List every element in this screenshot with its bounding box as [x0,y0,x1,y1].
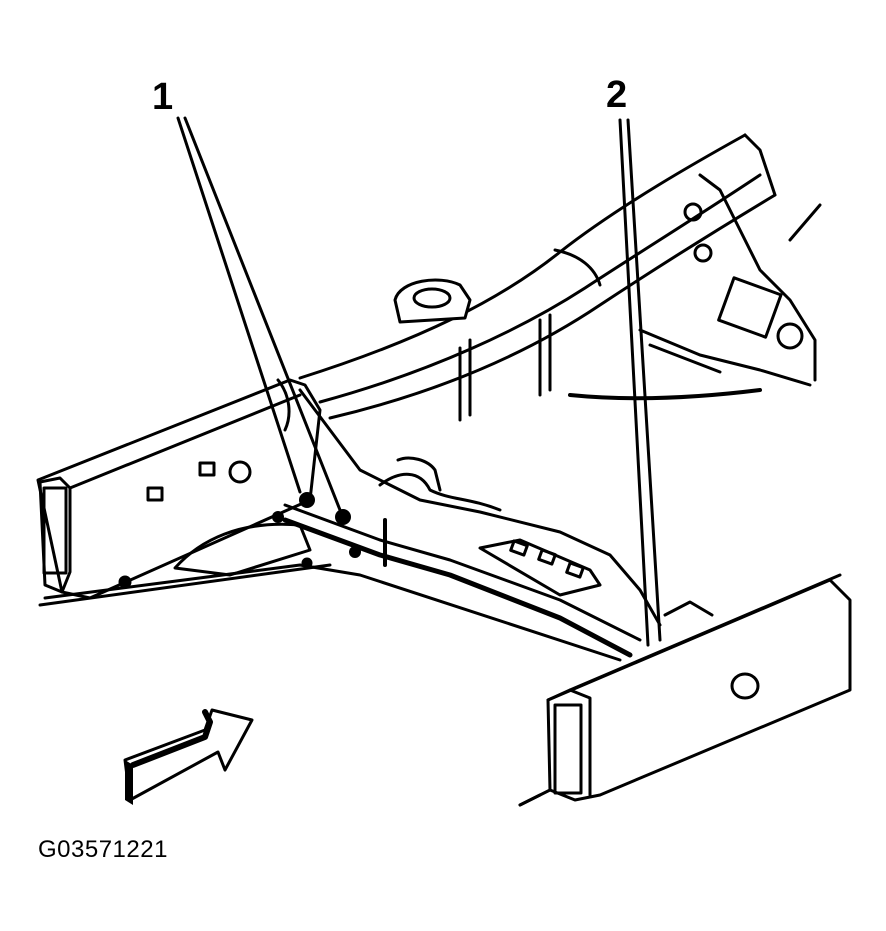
callout-leaders [176,116,662,647]
crossmember [282,388,714,658]
callout-number-1: 1 [152,76,174,118]
callout-number-2: 2 [606,74,628,116]
front-direction-arrow-icon [123,708,254,805]
figure-code: G03571221 [38,836,168,863]
right-frame-rail [518,573,852,807]
left-frame-rail [36,378,622,662]
weld-points [272,492,361,558]
upper-mount-bracket [393,278,472,324]
upper-frame-rail [298,133,822,422]
